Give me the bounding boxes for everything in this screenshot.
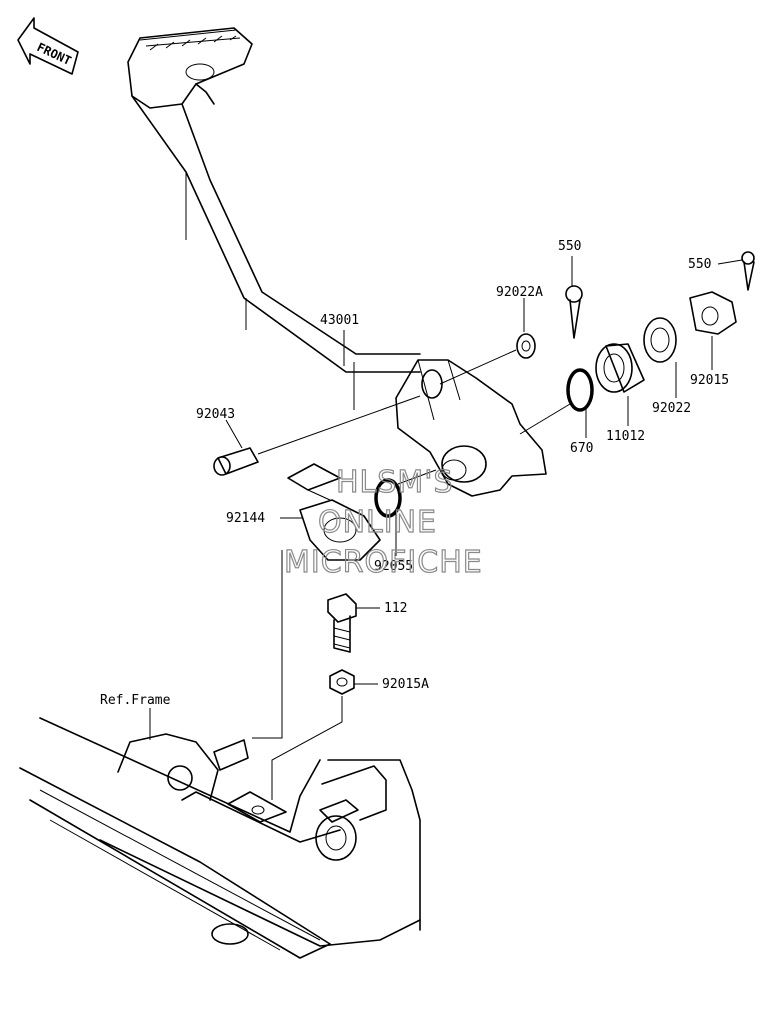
front-label: FRONT bbox=[35, 40, 74, 68]
spring-92144 bbox=[287, 463, 381, 561]
label-92043: 92043 bbox=[196, 407, 235, 422]
watermark: HLSM'S ONLINE MICROFICHE bbox=[283, 464, 483, 580]
label-550-left: 550 bbox=[558, 239, 581, 254]
nut-92015 bbox=[689, 291, 737, 335]
cotter-pin-550-right bbox=[741, 251, 755, 291]
label-92055: 92055 bbox=[374, 559, 413, 574]
label-11012: 11012 bbox=[606, 429, 645, 444]
reference-frame bbox=[19, 717, 421, 959]
washer-92022 bbox=[643, 317, 677, 363]
front-arrow-icon: FRONT bbox=[17, 17, 79, 75]
brake-pedal bbox=[127, 27, 547, 497]
nut-92015A bbox=[329, 669, 355, 695]
label-92015A: 92015A bbox=[382, 677, 429, 692]
collar-11012 bbox=[595, 343, 645, 393]
label-550-right: 550 bbox=[688, 257, 711, 272]
label-670: 670 bbox=[570, 441, 593, 456]
washer-92022A bbox=[516, 333, 536, 359]
label-112: 112 bbox=[384, 601, 407, 616]
bolt-112 bbox=[327, 593, 357, 653]
pin-92043 bbox=[213, 447, 259, 476]
label-92144: 92144 bbox=[226, 511, 265, 526]
label-92022A: 92022A bbox=[496, 285, 543, 300]
o-ring-670 bbox=[566, 368, 594, 412]
cotter-pin-550-left bbox=[565, 285, 583, 339]
o-ring-92055 bbox=[374, 478, 402, 518]
label-ref-frame: Ref.Frame bbox=[100, 693, 171, 708]
label-92022: 92022 bbox=[652, 401, 691, 416]
label-92015: 92015 bbox=[690, 373, 729, 388]
watermark-line-2: ONLINE bbox=[318, 505, 437, 540]
watermark-line-3: MICROFICHE bbox=[284, 545, 483, 580]
label-43001: 43001 bbox=[320, 313, 359, 328]
watermark-line-1: HLSM'S bbox=[336, 465, 454, 500]
